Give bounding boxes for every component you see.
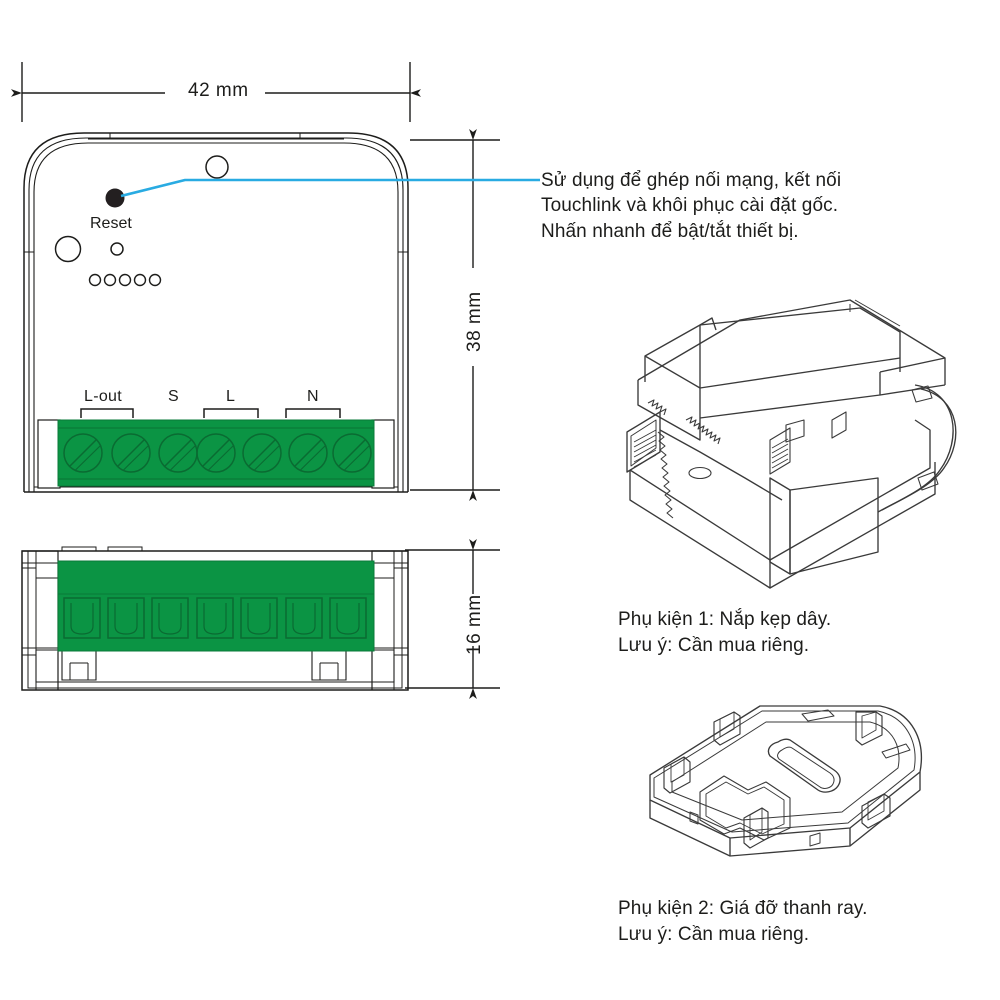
dimension-height-38mm bbox=[410, 129, 500, 501]
dimension-width-42mm bbox=[11, 62, 421, 122]
callout-leader-line bbox=[120, 178, 540, 198]
dimension-label-depth: 16 mm bbox=[464, 594, 485, 655]
terminal-screw bbox=[196, 433, 236, 473]
terminal-screw bbox=[288, 433, 328, 473]
device-side-view bbox=[21, 546, 409, 691]
accessory-1-caption: Phụ kiện 1: Nắp kẹp dây. Lưu ý: Cần mua … bbox=[618, 609, 832, 656]
wire-port bbox=[151, 597, 189, 639]
terminal-label-n: N bbox=[307, 388, 319, 405]
accessory-2-caption: Phụ kiện 2: Giá đỡ thanh ray. Lưu ý: Cần… bbox=[618, 898, 868, 945]
terminal-label-l-out: L-out bbox=[84, 388, 122, 405]
terminal-screw bbox=[332, 433, 372, 473]
reset-label: Reset bbox=[90, 215, 132, 232]
wire-port bbox=[63, 597, 101, 639]
terminal-label-brackets bbox=[80, 408, 341, 418]
terminal-label-l: L bbox=[226, 388, 236, 405]
terminal-block-side-view bbox=[57, 560, 375, 652]
dimension-label-width: 42 mm bbox=[188, 80, 249, 101]
terminal-block-top-view bbox=[37, 408, 395, 489]
wire-port bbox=[196, 597, 234, 639]
device-top-view bbox=[23, 132, 409, 493]
wire-port bbox=[329, 597, 367, 639]
wire-port bbox=[107, 597, 145, 639]
dimension-label-height: 38 mm bbox=[464, 291, 485, 352]
terminal-label-s: S bbox=[168, 388, 179, 405]
terminal-screw bbox=[63, 433, 103, 473]
terminal-screw bbox=[111, 433, 151, 473]
reset-button-top-view[interactable] bbox=[105, 188, 125, 208]
reset-callout-text: Sử dụng để ghép nối mạng, kết nối Touchl… bbox=[541, 170, 842, 242]
accessory-1-illustration bbox=[626, 299, 957, 589]
accessory-2-illustration bbox=[649, 705, 922, 857]
wire-port bbox=[285, 597, 323, 639]
terminal-screw bbox=[242, 433, 282, 473]
dimension-depth-16mm bbox=[405, 539, 500, 699]
wire-port bbox=[240, 597, 278, 639]
